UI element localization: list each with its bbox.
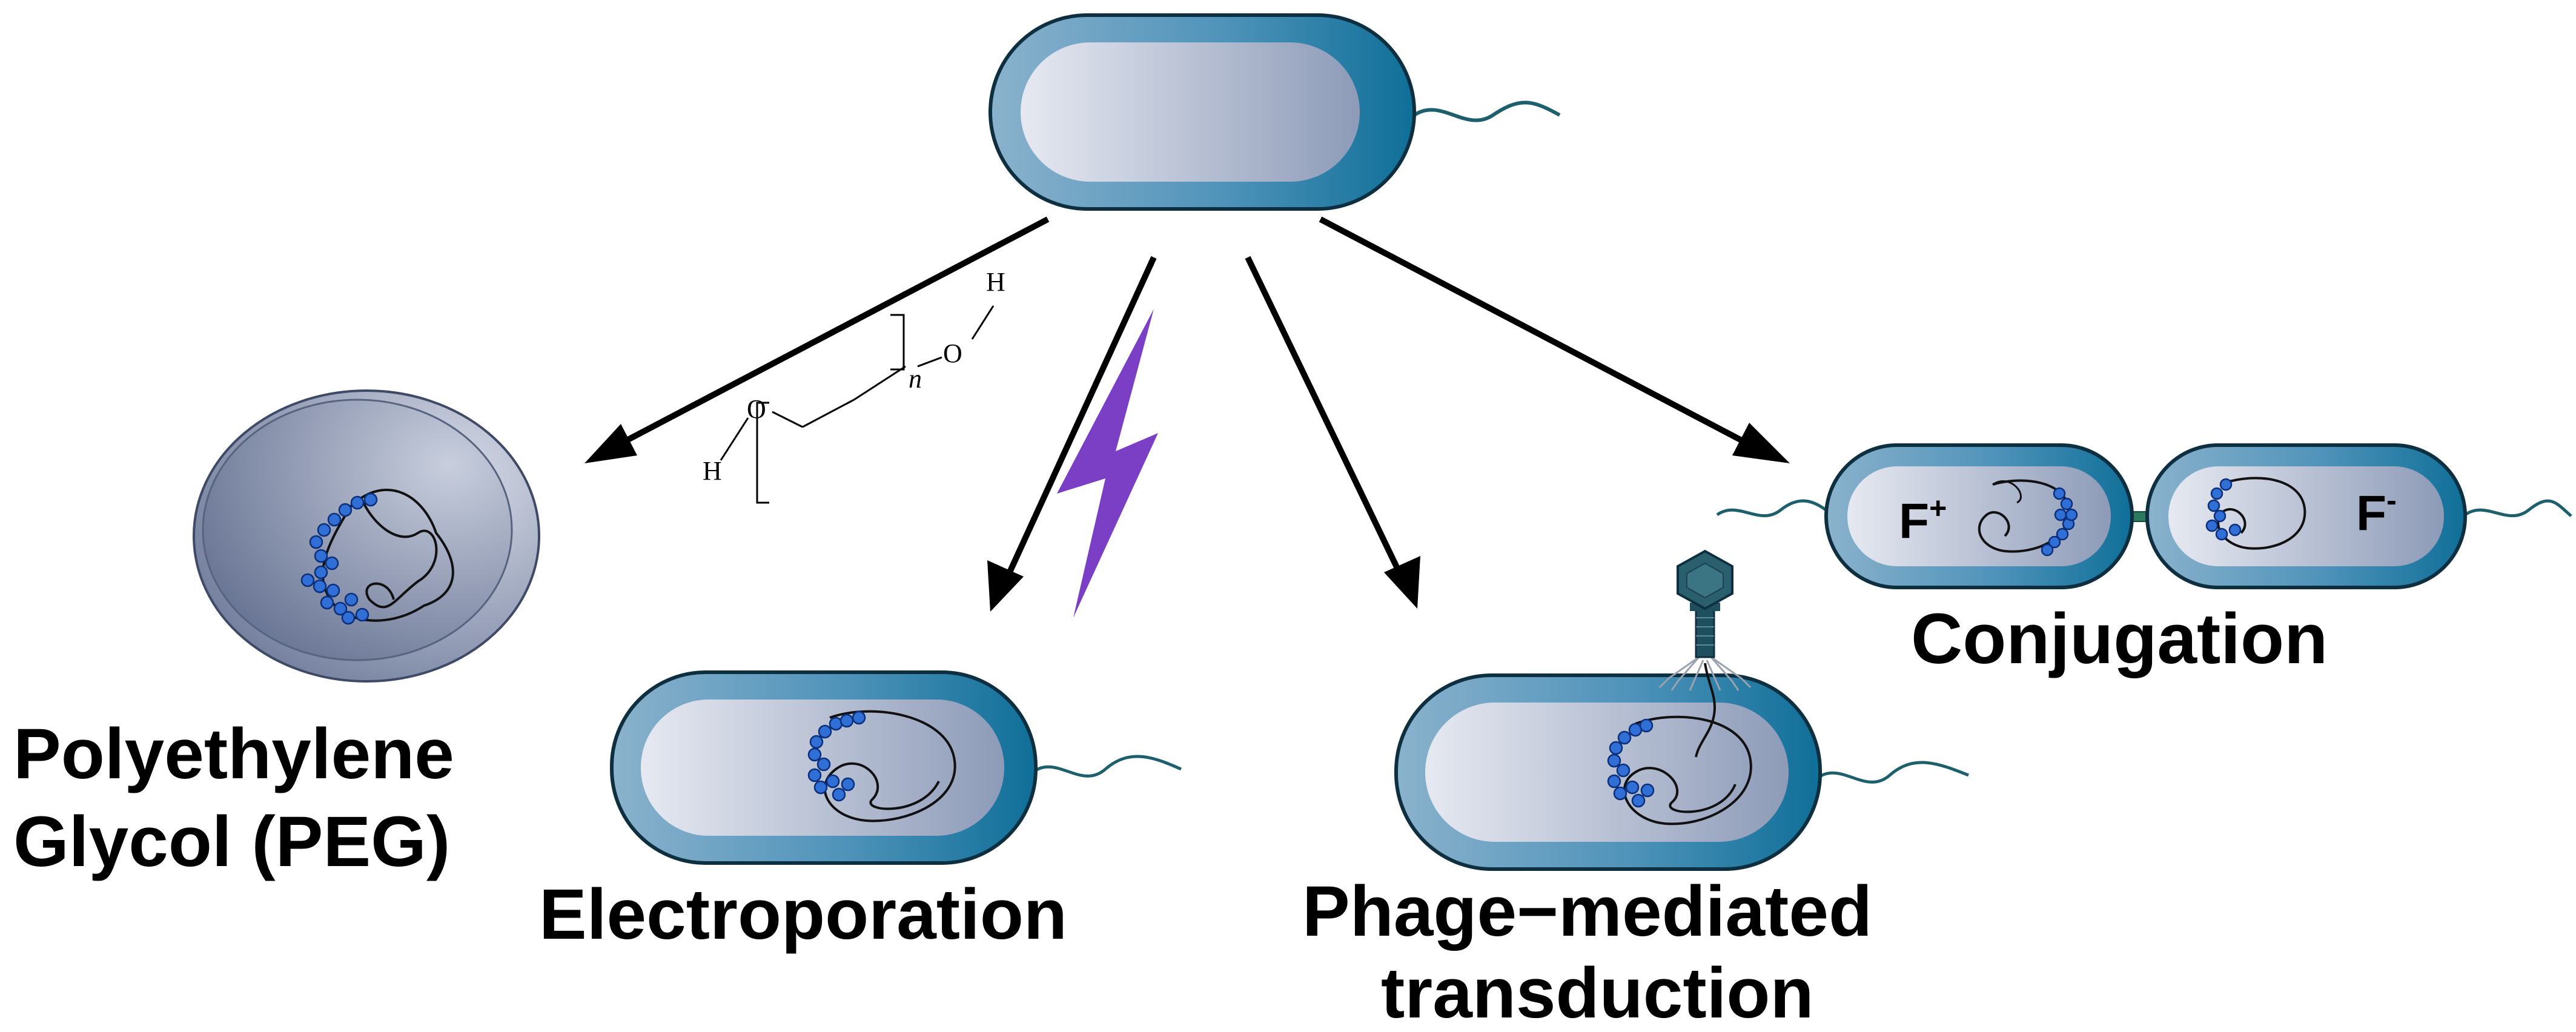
f-plus-superscript: + [1929, 491, 1947, 525]
peg-structure: H O O H n [703, 267, 1005, 504]
bacteriophage-icon [1658, 549, 1752, 758]
peg-plasmid [300, 488, 454, 625]
arrow-head-conjugation [1732, 423, 1790, 463]
flagellum [1413, 101, 1561, 122]
arrow-to-transduction [1245, 256, 1405, 580]
peg-subscript-n: n [909, 364, 922, 394]
flagellum [1031, 755, 1182, 778]
label-f-plus: F+ [1899, 491, 1947, 549]
conjugation-pair: F+ F- [1716, 443, 2572, 589]
label-transduction-line2: transduction [1381, 953, 1814, 1032]
arrow-head-transduction [1384, 556, 1420, 609]
transduction-plasmid [1607, 715, 1752, 825]
label-peg-line2: Glycol (PEG) [13, 802, 450, 882]
peg-o-left: O [747, 394, 766, 424]
arrow-to-electroporation [1002, 256, 1157, 583]
lightning-bolt-icon [1057, 309, 1158, 618]
f-minus-plasmid [2205, 477, 2306, 550]
peg-h-left: H [703, 456, 722, 486]
label-transduction-line1: Phage−mediated [1302, 872, 1872, 951]
f-plus-letter: F [1899, 494, 1929, 549]
donor-cell [988, 13, 1561, 211]
electroporation-cell [610, 670, 1182, 865]
f-minus-letter: F [2356, 486, 2386, 541]
flagellum [1716, 499, 1833, 517]
arrow-head-electroporation [987, 560, 1024, 612]
f-minus-superscript: - [2386, 483, 2397, 517]
arrows [584, 216, 1790, 612]
recipient-f-minus-cell [2145, 443, 2467, 589]
arrow-to-peg [610, 216, 1050, 451]
arrow-head-peg [584, 424, 637, 463]
peg-h-right: H [986, 267, 1005, 297]
label-electroporation: Electroporation [539, 875, 1067, 954]
flagellum [1816, 761, 1969, 784]
f-plus-plasmid [1978, 479, 2078, 557]
flagellum [2464, 499, 2572, 517]
label-f-minus: F- [2356, 483, 2397, 541]
label-peg-line1: Polyethylene [13, 714, 454, 794]
transduction-cell [1394, 673, 1969, 871]
electroporation-plasmid [807, 710, 956, 822]
arrow-to-conjugation [1319, 216, 1758, 451]
donor-f-plus-cell [1824, 443, 2134, 589]
peg-o-right: O [943, 339, 962, 368]
peg-spheroplast [193, 389, 540, 683]
label-conjugation: Conjugation [1911, 599, 2328, 679]
